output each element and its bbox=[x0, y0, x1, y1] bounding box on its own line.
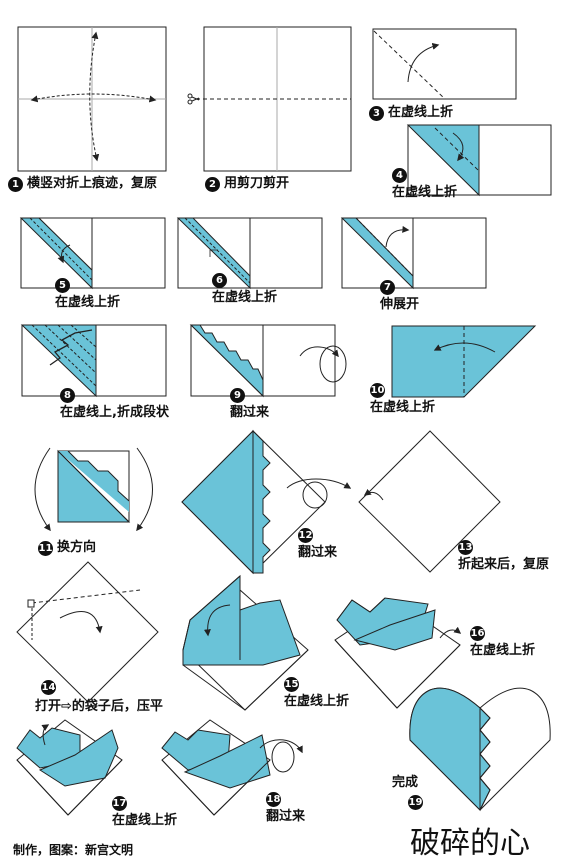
step-1-label: 1 横竖对折上痕迹，复原 bbox=[8, 176, 157, 192]
step-15-label: 15 在虚线上折 bbox=[284, 677, 350, 709]
step-19-label: 完成 19 bbox=[392, 775, 423, 810]
step-15-diagram bbox=[182, 574, 309, 711]
step-14-diagram bbox=[16, 561, 159, 703]
step-7-label: 7 伸展开 bbox=[380, 280, 420, 312]
step-8-label: 8 在虚线上,折成段状 bbox=[60, 388, 169, 420]
page-title: 破碎的心 bbox=[410, 826, 530, 861]
step-11-diagram bbox=[34, 447, 153, 532]
step-18-diagram bbox=[161, 719, 303, 816]
step-1-diagram bbox=[17, 26, 167, 172]
step-3-label: 3 在虚线上折 bbox=[369, 105, 453, 121]
step-2-diagram bbox=[187, 26, 352, 172]
step-4-label: 4 在虚线上折 bbox=[392, 168, 458, 200]
step-10-label: 10 在虚线上折 bbox=[370, 383, 436, 415]
step-13-label: 13 折起来后，复原 bbox=[458, 540, 550, 572]
step-13-diagram bbox=[358, 430, 501, 573]
step-16-diagram bbox=[334, 597, 462, 709]
step-6-diagram bbox=[176, 217, 323, 290]
step-10-diagram bbox=[391, 325, 537, 398]
step-4-diagram bbox=[406, 124, 552, 197]
step-5-diagram bbox=[19, 217, 166, 290]
step-9-label: 9 翻过来 bbox=[230, 388, 270, 420]
step-6-label: 6 在虚线上折 bbox=[212, 273, 278, 305]
credit-line: 制作，图案：新宫文明 bbox=[13, 843, 134, 857]
scissors-icon bbox=[187, 93, 200, 105]
step-12-diagram bbox=[181, 429, 352, 575]
step-8-diagram bbox=[20, 324, 167, 398]
step-18-label: 18 翻过来 bbox=[266, 792, 306, 824]
step-2-label: 2 用剪刀剪开 bbox=[205, 176, 289, 192]
step-14-label: 14 打开⇨的袋子后，压平 bbox=[35, 680, 163, 714]
step-5-label: 5 在虚线上折 bbox=[55, 278, 121, 310]
step-3-diagram bbox=[372, 28, 517, 100]
step-19-final-heart bbox=[409, 687, 551, 812]
step-17-label: 17 在虚线上折 bbox=[112, 796, 178, 828]
step-12-label: 12 翻过来 bbox=[298, 528, 338, 560]
step-9-diagram bbox=[189, 324, 347, 398]
step-11-label: 11 换方向 bbox=[38, 540, 97, 556]
step-7-diagram bbox=[340, 217, 487, 290]
step-16-label: 16 在虚线上折 bbox=[470, 626, 536, 658]
step-17-diagram bbox=[16, 719, 123, 816]
